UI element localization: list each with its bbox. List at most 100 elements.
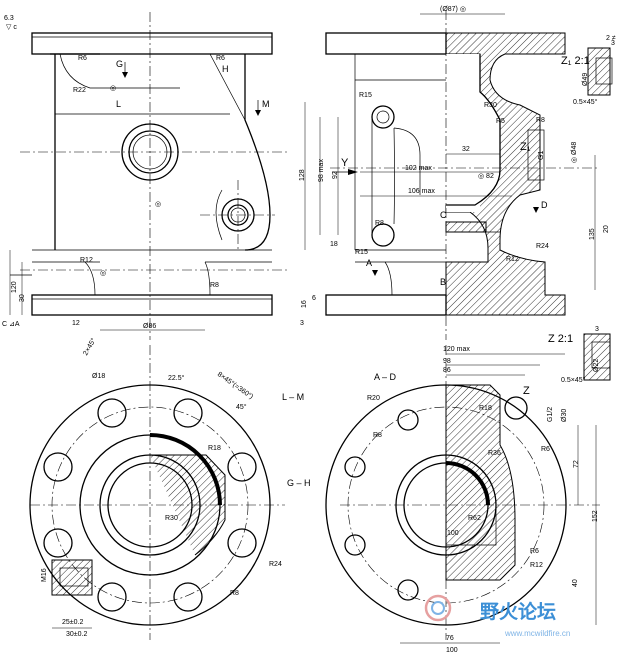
svg-text:R5: R5 bbox=[496, 118, 505, 125]
bottom-left-plan: 2×45° Ø18 22.5° 8×45°(=360°) 45° L – M G… bbox=[29, 337, 311, 640]
svg-text:16: 16 bbox=[301, 300, 308, 308]
bottom-flange bbox=[31, 294, 273, 316]
svg-text:R12: R12 bbox=[80, 257, 93, 264]
surface-finish-symbol: 6.3 bbox=[4, 15, 14, 22]
svg-text:M16: M16 bbox=[41, 568, 48, 582]
svg-text:2×45°: 2×45° bbox=[81, 337, 97, 357]
svg-text:102 max: 102 max bbox=[405, 165, 432, 172]
svg-text:R8: R8 bbox=[230, 590, 239, 597]
svg-text:30: 30 bbox=[19, 294, 26, 302]
svg-text:◎ 82: ◎ 82 bbox=[478, 173, 494, 180]
svg-text:R12: R12 bbox=[530, 562, 543, 569]
label-d: D bbox=[541, 200, 548, 210]
label-g: G bbox=[116, 59, 123, 69]
label-h: H bbox=[222, 64, 229, 74]
label-z: Z bbox=[523, 385, 530, 397]
svg-text:0.5×45°: 0.5×45° bbox=[573, 98, 598, 106]
svg-text:R18: R18 bbox=[479, 405, 492, 412]
svg-text:22.5°: 22.5° bbox=[168, 374, 185, 382]
svg-text:◎: ◎ bbox=[110, 85, 116, 92]
svg-text:98: 98 bbox=[443, 358, 451, 365]
label-z1: Z₁ bbox=[520, 141, 531, 153]
svg-text:R8: R8 bbox=[375, 220, 384, 227]
svg-text:25±0.2: 25±0.2 bbox=[62, 619, 83, 626]
svg-text:R12: R12 bbox=[506, 256, 519, 263]
svg-text:R15: R15 bbox=[359, 92, 372, 99]
svg-text:◎: ◎ bbox=[100, 270, 106, 277]
section-title-ad: A – D bbox=[374, 372, 397, 382]
svg-text:R22: R22 bbox=[73, 87, 86, 94]
svg-text:86: 86 bbox=[443, 367, 451, 374]
svg-text:R8: R8 bbox=[373, 432, 382, 439]
svg-text:45°: 45° bbox=[236, 403, 247, 411]
svg-text:R30: R30 bbox=[484, 102, 497, 109]
svg-text:Ø30: Ø30 bbox=[561, 409, 568, 422]
watermark-brand: 野火论坛 bbox=[480, 600, 556, 623]
svg-text:R36: R36 bbox=[488, 450, 501, 457]
svg-text:R6: R6 bbox=[216, 55, 225, 62]
svg-text:76: 76 bbox=[446, 635, 454, 642]
svg-text:R8: R8 bbox=[210, 282, 219, 289]
svg-text:135: 135 bbox=[589, 228, 596, 240]
svg-text:R6: R6 bbox=[530, 548, 539, 555]
front-view: 6.3 ▽ c G H L M bbox=[2, 12, 290, 340]
svg-text:6: 6 bbox=[312, 295, 316, 302]
detail-z1-title: Z₁ 2:1 bbox=[561, 55, 590, 67]
svg-text:R8: R8 bbox=[536, 117, 545, 124]
watermark: 野火论坛 www.mcwildfire.cn bbox=[424, 594, 570, 638]
section-view: (Ø87) ◎ 128 98 max 92 18 102 max 106 max bbox=[299, 6, 610, 340]
svg-text:Ø22: Ø22 bbox=[593, 359, 600, 372]
svg-text:3: 3 bbox=[595, 326, 599, 333]
section-label-gh: G – H bbox=[287, 478, 311, 488]
svg-text:Ø18: Ø18 bbox=[92, 373, 105, 380]
svg-text:0.5×45°: 0.5×45° bbox=[561, 376, 586, 384]
svg-text:◎: ◎ bbox=[155, 201, 161, 208]
svg-text:R30: R30 bbox=[165, 515, 178, 522]
watermark-logo bbox=[424, 594, 452, 622]
top-dim: (Ø87) ◎ bbox=[440, 6, 466, 13]
svg-text:R18: R18 bbox=[208, 445, 221, 452]
svg-text:G1: G1 bbox=[538, 151, 545, 160]
top-flange bbox=[31, 32, 273, 55]
svg-text:8×45°(=360°): 8×45°(=360°) bbox=[216, 370, 255, 401]
svg-text:100: 100 bbox=[446, 647, 458, 654]
datum-c: C ⊿A bbox=[2, 321, 20, 328]
detail-z1: Z₁ 2:1 3 2 ≠ 0.5×45° Ø49 bbox=[561, 35, 616, 106]
svg-text:R15: R15 bbox=[355, 249, 368, 256]
svg-text:R62: R62 bbox=[468, 515, 481, 522]
svg-text:98 max: 98 max bbox=[318, 159, 325, 182]
svg-text:92: 92 bbox=[332, 171, 339, 179]
svg-text:120 max: 120 max bbox=[443, 346, 470, 353]
svg-text:152: 152 bbox=[592, 510, 599, 522]
svg-text:72: 72 bbox=[573, 460, 580, 468]
svg-text:R6: R6 bbox=[78, 55, 87, 62]
svg-text:R20: R20 bbox=[367, 395, 380, 402]
svg-text:100: 100 bbox=[447, 530, 459, 537]
svg-text:R24: R24 bbox=[269, 561, 282, 568]
section-label-lm: L – M bbox=[282, 392, 304, 402]
svg-text:3: 3 bbox=[611, 40, 615, 47]
detail-z-title: Z 2:1 bbox=[548, 333, 573, 345]
svg-text:Ø86: Ø86 bbox=[143, 323, 156, 330]
detail-z: Z 2:1 3 0.5×45° Ø22 bbox=[548, 326, 611, 384]
label-b: B bbox=[440, 277, 446, 287]
svg-text:106 max: 106 max bbox=[408, 188, 435, 195]
svg-text:30±0.2: 30±0.2 bbox=[66, 631, 87, 638]
detail-z-circle bbox=[504, 396, 528, 420]
surface-finish-c: ▽ c bbox=[6, 24, 17, 31]
svg-text:128: 128 bbox=[299, 169, 306, 181]
svg-text:R24: R24 bbox=[536, 243, 549, 250]
label-y: Y bbox=[341, 157, 349, 169]
svg-text:◎ Ø48: ◎ Ø48 bbox=[571, 142, 578, 163]
svg-text:18: 18 bbox=[330, 241, 338, 248]
svg-text:12: 12 bbox=[72, 320, 80, 327]
svg-text:G1/2: G1/2 bbox=[547, 407, 554, 422]
svg-text:R6: R6 bbox=[541, 446, 550, 453]
svg-text:32: 32 bbox=[462, 146, 470, 153]
svg-text:20: 20 bbox=[603, 225, 610, 233]
section-a-d: A – D 120 max 98 86 R20 R8 R18 R6 R36 R6… bbox=[325, 345, 600, 654]
label-c: C bbox=[440, 210, 447, 220]
svg-text:40: 40 bbox=[572, 579, 579, 587]
label-a: A bbox=[366, 258, 372, 268]
